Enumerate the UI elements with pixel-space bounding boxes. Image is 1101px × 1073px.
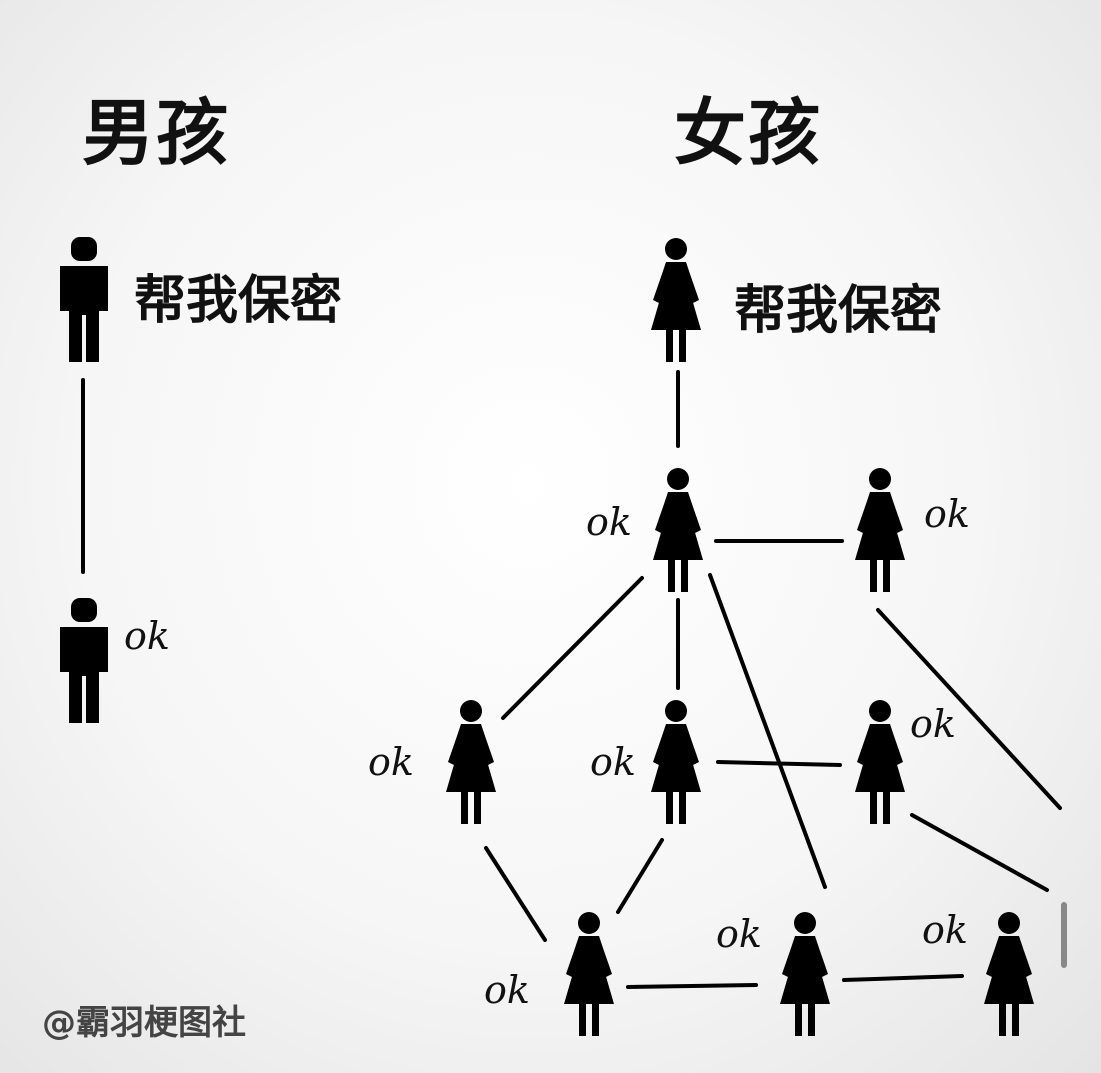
girl-connector — [708, 573, 827, 889]
girl-heading: 女孩 — [674, 91, 823, 175]
ok-label: ok — [368, 740, 414, 784]
girl-connector — [876, 608, 1062, 810]
ok-label: ok — [586, 500, 632, 544]
ok-label: ok — [124, 614, 170, 658]
girl-connector — [842, 974, 964, 982]
woman-figure-icon — [446, 700, 496, 824]
girl-connector — [484, 846, 547, 942]
girl-connector — [626, 983, 758, 989]
ok-label: ok — [590, 740, 636, 784]
woman-figure-icon — [780, 912, 830, 1036]
woman-figure-icon — [855, 700, 905, 824]
man-figure-icon — [60, 598, 108, 723]
connection-lines — [81, 370, 1067, 989]
boy-caption: 帮我保密 — [134, 271, 343, 331]
man-figure-icon — [60, 237, 108, 362]
girl-connector — [910, 813, 1049, 892]
ok-label: ok — [910, 702, 956, 746]
ok-label: ok — [924, 492, 970, 536]
girl-connector — [501, 576, 644, 720]
girl-connector — [716, 760, 842, 767]
girl-connector — [616, 838, 664, 914]
woman-figure-icon — [651, 238, 701, 362]
woman-figure-icon — [653, 468, 703, 592]
ok-label: ok — [716, 912, 762, 956]
watermark: @霸羽梗图社 — [42, 1003, 246, 1043]
ok-label: ok — [922, 908, 968, 952]
ok-label: ok — [484, 968, 530, 1012]
woman-figure-icon — [984, 912, 1034, 1036]
woman-figure-icon — [855, 468, 905, 592]
woman-figure-icon — [651, 700, 701, 824]
woman-figure-icon — [564, 912, 614, 1036]
girl-caption: 帮我保密 — [734, 281, 943, 341]
boy-heading: 男孩 — [82, 91, 231, 175]
